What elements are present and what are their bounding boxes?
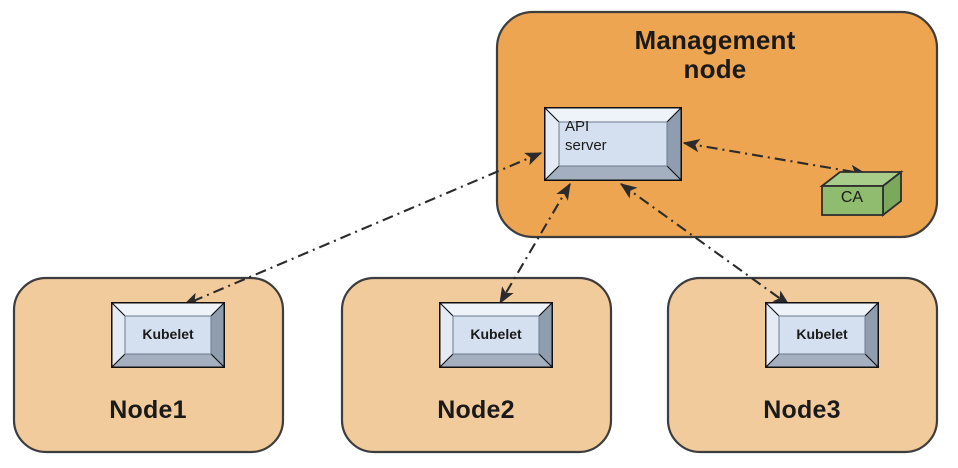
node3-kubelet-inner-face [778, 315, 866, 355]
node1-kubelet-inner-face [124, 315, 212, 355]
api-server-box[interactable] [543, 106, 683, 182]
connector-layer [182, 138, 868, 306]
ca-box[interactable] [819, 170, 904, 217]
node2-kubelet-box[interactable] [438, 301, 554, 369]
node1-kubelet-bevel-bottom [110, 353, 226, 368]
ca-front-face [821, 185, 884, 216]
node3-kubelet-bevel-bottom [764, 353, 880, 368]
node3-kubelet-bevel-top [764, 302, 880, 317]
api-server-bevel-top [543, 107, 683, 123]
connector-api-server-to-ca[interactable] [682, 138, 868, 179]
api-server-bevel-bottom [543, 165, 683, 181]
node3-kubelet-box[interactable] [764, 301, 880, 369]
node1-kubelet-bevel-top [110, 302, 226, 317]
connector-api-server-to-kubelet1[interactable] [182, 152, 543, 306]
node2-kubelet-bevel-top [438, 302, 554, 317]
node2-kubelet-bevel-bottom [438, 353, 554, 368]
node1-kubelet-box[interactable] [110, 301, 226, 369]
api-server-inner-face [558, 121, 668, 167]
connector-api-server-to-kubelet2[interactable] [499, 182, 571, 305]
node2-kubelet-inner-face [452, 315, 540, 355]
